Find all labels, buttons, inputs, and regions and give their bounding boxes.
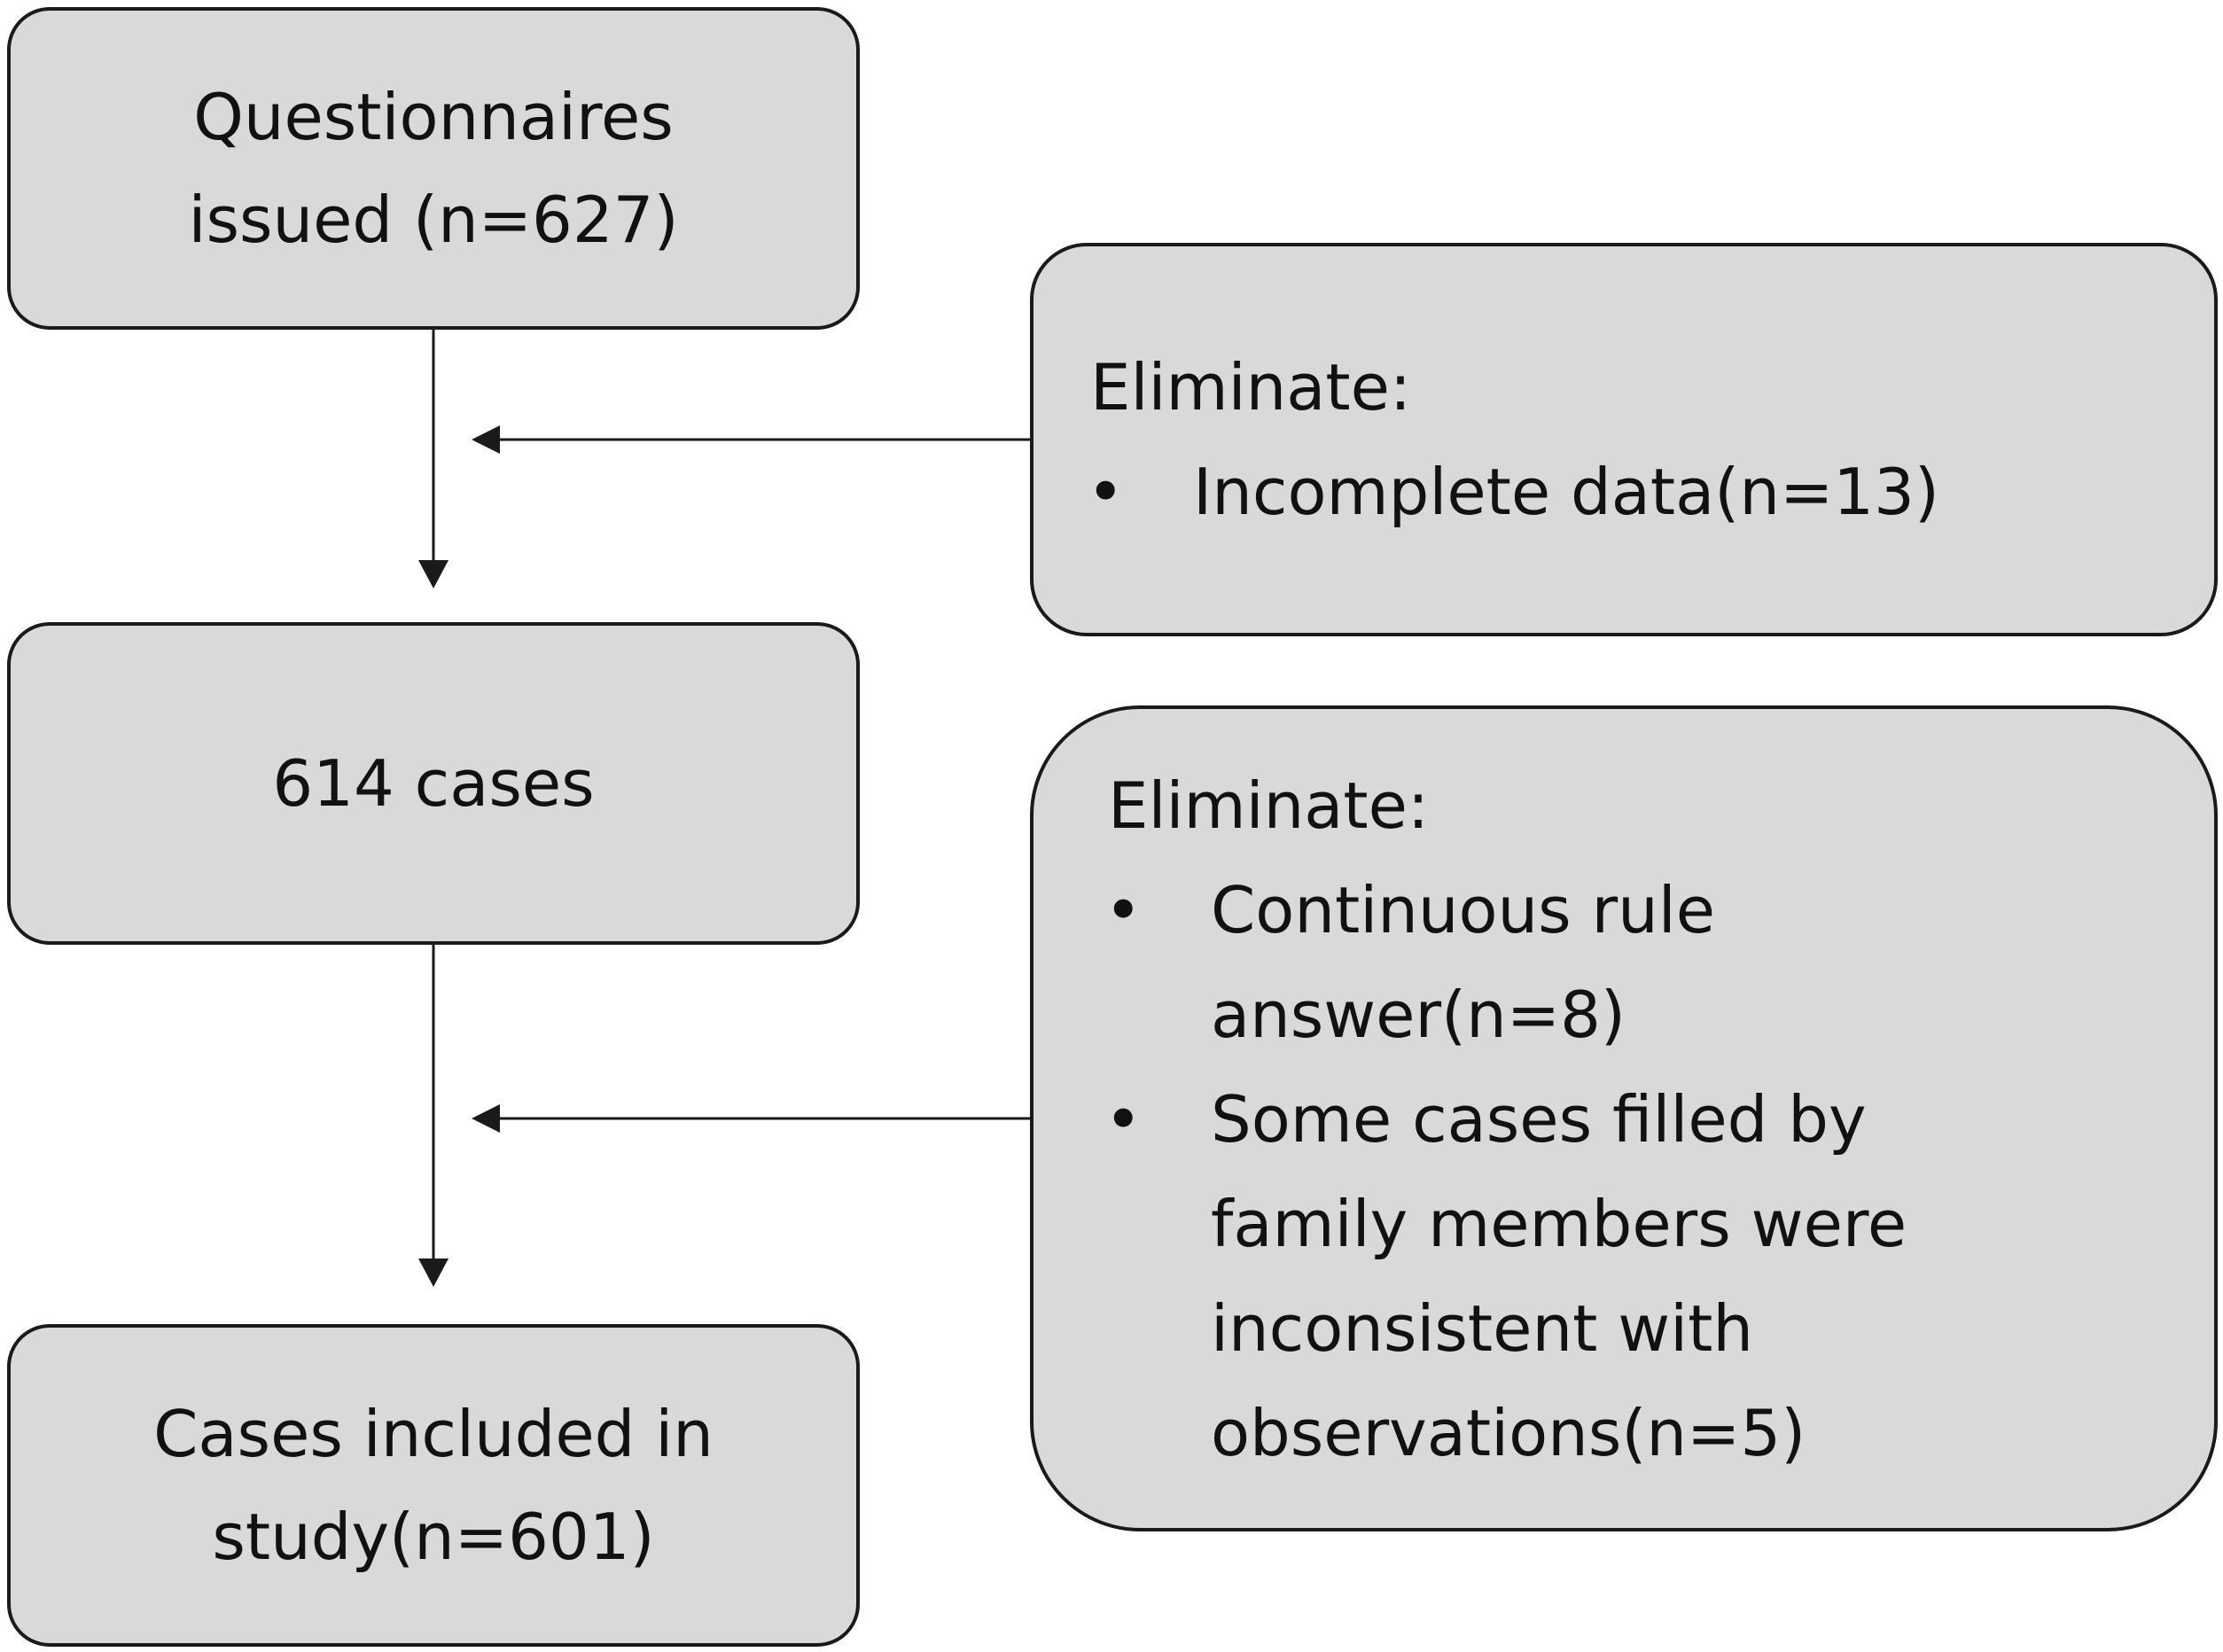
- bullet-icon: •: [1104, 873, 1143, 947]
- arrowhead-down-1: [418, 560, 448, 588]
- exclusion-item-line: Some cases filled by: [1211, 1082, 1867, 1157]
- exclusion-item: • Continuous rule answer(n=8): [1104, 858, 1907, 1067]
- arrowhead-down-2: [418, 1258, 448, 1287]
- exclusion-list: • Continuous rule answer(n=8) • Some cas…: [1104, 858, 1907, 1485]
- bullet-icon: •: [1087, 455, 1125, 529]
- exclusion-item-line: Incomplete data(n=13): [1193, 455, 1939, 529]
- box-text-line: 614 cases: [272, 746, 595, 821]
- box-text-line: study(n=601): [212, 1500, 655, 1574]
- exclusion-item-line: inconsistent with: [1211, 1291, 1753, 1366]
- box-text-line: Questionnaires: [193, 80, 674, 154]
- exclusion-box-1: Eliminate: • Incomplete data(n=13): [1030, 243, 2218, 636]
- arrowhead-left-2: [472, 1104, 500, 1133]
- remaining-cases-box: 614 cases: [7, 622, 860, 945]
- exclusion-item-line: family members were: [1211, 1187, 1907, 1261]
- exclusion-item: • Some cases filled by family members we…: [1104, 1067, 1907, 1485]
- exclusion-item-line: Continuous rule: [1211, 873, 1716, 947]
- exclusion-item-line: answer(n=8): [1211, 978, 1626, 1052]
- box-text-line: issued (n=627): [188, 183, 679, 257]
- exclusion-heading: Eliminate:: [1108, 768, 1430, 843]
- exclusion-heading: Eliminate:: [1090, 350, 1412, 425]
- box-text-line: Cases included in: [153, 1397, 714, 1471]
- exclusion-item-line: observations(n=5): [1211, 1396, 1806, 1470]
- exclusion-item-text: Incomplete data(n=13): [1193, 440, 1939, 544]
- exclusion-item-text: Continuous rule answer(n=8): [1211, 858, 1907, 1067]
- cases-included-box: Cases included in study(n=601): [7, 1324, 860, 1647]
- exclusion-list: • Incomplete data(n=13): [1087, 440, 1939, 544]
- exclusion-item: • Incomplete data(n=13): [1087, 440, 1939, 544]
- arrowhead-left-1: [472, 425, 500, 454]
- exclusion-box-2: Eliminate: • Continuous rule answer(n=8)…: [1030, 705, 2218, 1531]
- questionnaires-issued-box: Questionnaires issued (n=627): [7, 7, 860, 330]
- bullet-icon: •: [1104, 1082, 1143, 1157]
- exclusion-item-text: Some cases filled by family members were…: [1211, 1067, 1907, 1485]
